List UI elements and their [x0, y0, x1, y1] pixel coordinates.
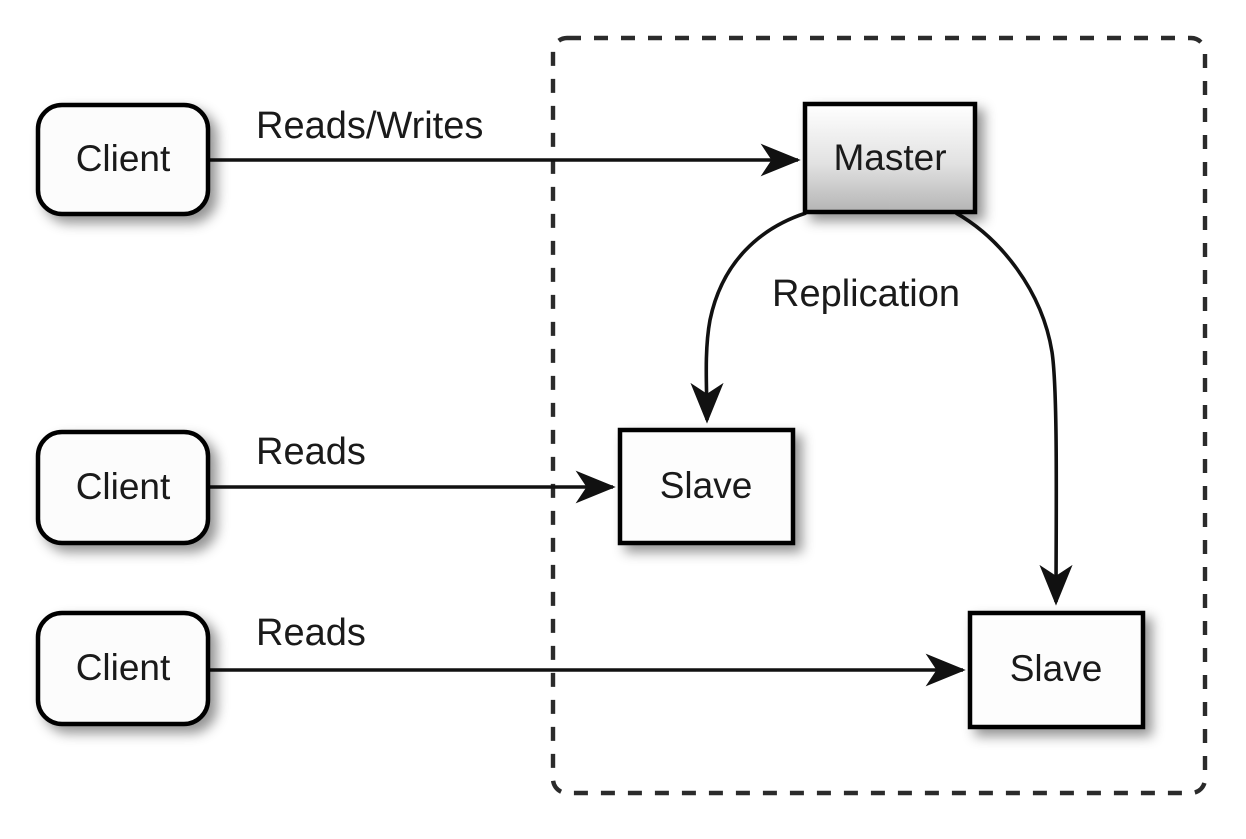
node-client-2-label: Client	[76, 466, 171, 507]
node-client-1[interactable]: Client	[35, 102, 211, 217]
node-master[interactable]: Master	[802, 101, 978, 215]
node-client-2[interactable]: Client	[35, 429, 211, 546]
edge-master-slave1	[690, 211, 807, 424]
edge-label-reads-writes: Reads/Writes	[256, 105, 483, 147]
edge-master-slave2	[955, 211, 1073, 606]
node-slave-1[interactable]: Slave	[617, 427, 796, 546]
node-slave-2[interactable]: Slave	[967, 610, 1146, 730]
node-slave-2-label: Slave	[1010, 648, 1103, 689]
edge-label-reads-2: Reads	[256, 612, 366, 654]
node-master-label: Master	[833, 137, 946, 178]
edge-label-replication: Replication	[772, 273, 960, 315]
node-client-1-label: Client	[76, 138, 171, 179]
edge-label-reads-1: Reads	[256, 431, 366, 473]
node-client-3[interactable]: Client	[35, 610, 211, 727]
database-cluster-boundary	[550, 35, 1208, 796]
node-client-3-label: Client	[76, 647, 171, 688]
node-slave-1-label: Slave	[660, 465, 753, 506]
